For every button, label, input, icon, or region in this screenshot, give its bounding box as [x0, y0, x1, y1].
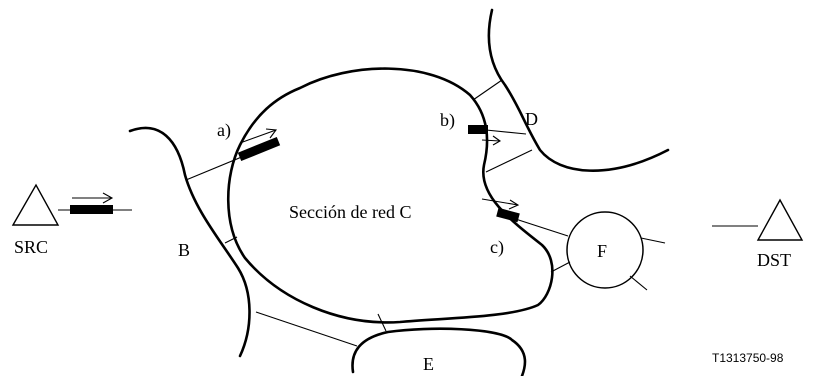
link-c-e: [377, 313, 387, 332]
point-b-arrow: [481, 135, 502, 146]
network-e-label: E: [423, 354, 434, 374]
link-c-d-middle: [485, 129, 527, 135]
network-d-boundary: [487, 8, 670, 172]
network-f-label: F: [597, 241, 607, 261]
link-b-e: [255, 311, 358, 347]
network-b-boundary: [128, 126, 251, 358]
src-flow-arrow: [72, 192, 114, 204]
network-d-label: D: [525, 109, 538, 129]
src-triangle: [11, 183, 60, 226]
network-f-stub-right: [640, 237, 666, 244]
network-f-stub-bottom: [629, 275, 648, 291]
network-b-label: B: [178, 240, 190, 260]
link-c-d-bottom: [485, 149, 533, 173]
point-a-arrow: [239, 128, 278, 144]
network-c-boundary: [226, 67, 554, 324]
point-c-arrow: [481, 198, 520, 210]
point-c-label: c): [490, 237, 504, 258]
point-a-marker: [237, 136, 281, 162]
link-c-d-top: [472, 79, 503, 101]
link-b-c-lower: [224, 236, 238, 244]
figure-reference: T1313750-98: [712, 351, 784, 365]
link-c-f-lower: [550, 261, 571, 273]
dst-triangle: [756, 198, 804, 241]
point-b-label: b): [440, 110, 455, 131]
point-b-marker: [468, 125, 488, 134]
network-f-circle: [566, 211, 644, 289]
src-label: SRC: [14, 237, 48, 257]
dst-label: DST: [757, 250, 791, 270]
network-c-label: Sección de red C: [289, 202, 411, 222]
src-probe-marker: [70, 205, 113, 214]
point-c-marker: [496, 207, 520, 223]
point-a-label: a): [217, 120, 231, 141]
network-e-boundary: [351, 327, 527, 376]
